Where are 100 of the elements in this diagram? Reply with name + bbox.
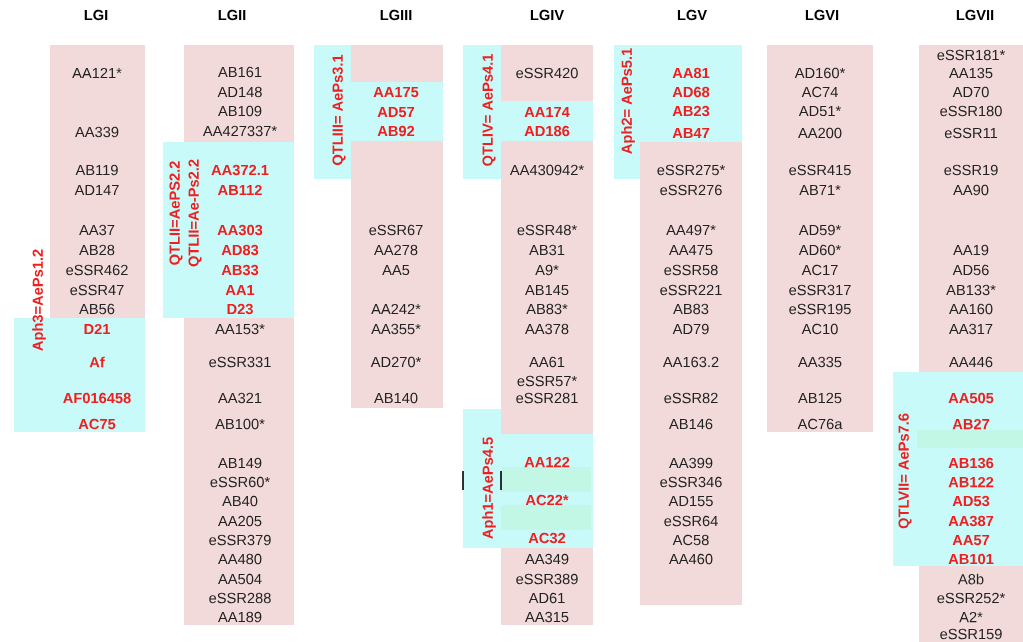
marker-label: AA378 <box>525 323 569 335</box>
qtl-marker-label: AD186 <box>524 125 570 137</box>
marker-label: AA335 <box>798 356 842 368</box>
qtl-marker-label: Af <box>89 356 105 368</box>
marker-label: AB145 <box>525 284 569 296</box>
marker-label: AA90 <box>953 184 989 196</box>
marker-label: eSSR252* <box>937 592 1005 604</box>
qtl-label: Aph2= AePs5.1 <box>621 48 635 154</box>
marker-label: AA430942* <box>509 164 584 176</box>
marker-label: AA19 <box>953 244 989 256</box>
qtl-marker-label: AB47 <box>672 127 710 139</box>
marker-label: AA153* <box>215 323 265 335</box>
marker-label: AA475 <box>669 244 713 256</box>
qtl-marker-label: AD57 <box>377 106 415 118</box>
qtl-marker-label: AA175 <box>373 86 419 98</box>
marker-label: AB83* <box>526 303 568 315</box>
qtl-marker-label: AA122 <box>524 456 570 468</box>
qtl-label: QTLII=Ae-Ps2.2 <box>188 159 202 267</box>
marker-label: eSSR60* <box>210 476 270 488</box>
marker-label: eSSR331 <box>209 356 271 368</box>
marker-label: AC74 <box>801 86 838 98</box>
qtl-label: QTLII=AePS2.2 <box>169 161 183 265</box>
marker-label: AD160* <box>794 67 846 79</box>
qtl-marker-label: AA303 <box>217 224 263 236</box>
marker-label: eSSR281 <box>516 392 578 404</box>
marker-label: eSSR19 <box>944 164 998 176</box>
marker-label: AA460 <box>669 553 713 565</box>
marker-label: eSSR11 <box>944 127 998 139</box>
marker-label: AC10 <box>801 323 838 335</box>
qtl-marker-label: AC75 <box>78 418 116 430</box>
qtl-marker-label: AB136 <box>948 457 994 469</box>
marker-label: AA446 <box>949 356 993 368</box>
qtl-label: QTLVII= AePs7.6 <box>898 413 912 529</box>
qtl-marker-label: AD53 <box>952 495 990 507</box>
marker-label: AB125 <box>798 392 842 404</box>
marker-label: AA163.2 <box>662 356 719 368</box>
qtl-marker-label: AA174 <box>524 106 570 118</box>
marker-label: AD70 <box>952 86 989 98</box>
marker-label: AC58 <box>672 534 709 546</box>
marker-label: AB149 <box>218 457 262 469</box>
qtl-label: Aph1=AePs4.5 <box>482 437 496 539</box>
marker-label: AC76a <box>797 418 843 430</box>
marker-label: AA427337* <box>202 125 277 137</box>
marker-label: eSSR415 <box>789 164 851 176</box>
marker-label: AA37 <box>79 224 115 236</box>
qtl-marker-label: AA505 <box>948 392 994 404</box>
marker-label: eSSR379 <box>209 534 271 546</box>
marker-label: AA317 <box>949 323 993 335</box>
marker-label: AD148 <box>217 86 262 98</box>
marker-label: AC17 <box>801 264 838 276</box>
qtl-marker-label: AF016458 <box>63 392 131 404</box>
qtl-marker-label: D23 <box>227 303 253 315</box>
marker-label: eSSR64 <box>664 515 718 527</box>
qtl-marker-label: AD83 <box>221 244 259 256</box>
group-heading: LGIII <box>380 9 412 21</box>
marker-label: AB133* <box>946 284 996 296</box>
marker-label: eSSR275* <box>657 164 725 176</box>
marker-label: AB83 <box>673 303 709 315</box>
qtl-label: Aph3=AePs1.2 <box>32 249 46 351</box>
qtl-marker-label: AB27 <box>952 418 990 430</box>
marker-label: AA278 <box>374 244 418 256</box>
marker-label: AA160 <box>949 303 993 315</box>
qtl-marker-label: AB112 <box>217 184 262 196</box>
qtl-marker-label: D21 <box>84 323 111 335</box>
marker-label: AB140 <box>374 392 418 404</box>
marker-label: eSSR346 <box>660 476 722 488</box>
marker-label: AD147 <box>74 184 119 196</box>
qtl-marker-label: AA387 <box>948 515 994 527</box>
marker-label: AA339 <box>75 126 119 138</box>
marker-label: AA200 <box>798 127 842 139</box>
group-heading: LGV <box>677 9 707 21</box>
marker-label: AD59* <box>798 224 841 236</box>
marker-label: eSSR57* <box>517 375 577 387</box>
marker-label: AB28 <box>79 244 115 256</box>
marker-label: AA205 <box>218 515 262 527</box>
qtl-marker-label: AB92 <box>377 125 415 137</box>
marker-label: AB161 <box>218 66 262 78</box>
marker-label: eSSR82 <box>664 392 718 404</box>
marker-label: AA61 <box>529 356 565 368</box>
marker-label: AD270* <box>370 356 422 368</box>
marker-label: AB109 <box>218 105 262 117</box>
marker-label: AB31 <box>529 244 565 256</box>
qtl-label: QTLIV= AePs4.1 <box>482 54 496 166</box>
marker-label: AB146 <box>669 418 713 430</box>
marker-label: eSSR195 <box>789 303 851 315</box>
group-heading: LGI <box>84 9 108 21</box>
marker-label: AB71* <box>799 184 841 196</box>
marker-label: A2* <box>959 611 983 623</box>
marker-label: AB100* <box>215 418 265 430</box>
marker-label: eSSR180 <box>940 105 1002 117</box>
group-heading: LGIV <box>530 9 565 21</box>
marker-label: eSSR462 <box>66 264 128 276</box>
marker-label: eSSR389 <box>516 573 578 585</box>
marker-label: eSSR420 <box>516 67 578 79</box>
marker-label: A9* <box>535 264 559 276</box>
marker-label: AA135 <box>949 67 993 79</box>
marker-label: AD60* <box>798 244 841 256</box>
marker-label: AA5 <box>382 264 410 276</box>
marker-label: A8b <box>958 573 984 585</box>
marker-label: eSSR181* <box>937 49 1005 61</box>
